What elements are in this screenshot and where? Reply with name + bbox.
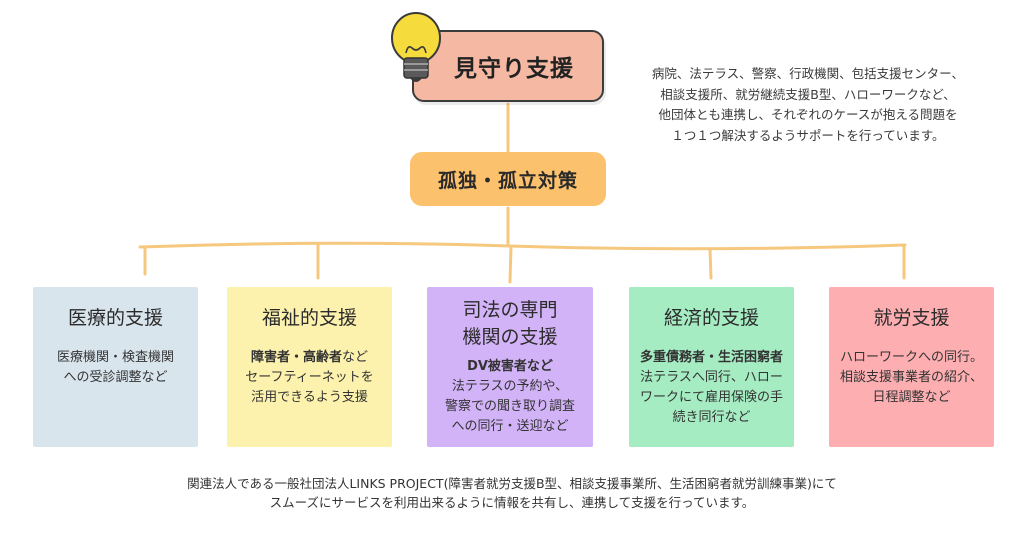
footer-line: スムーズにサービスを利用出来るように情報を共有し、連携して支援を行っています。	[269, 495, 755, 510]
card-body: 医療機関・検査機関 への受診調整など	[33, 348, 198, 388]
card-body-line: 活用できるよう支援	[251, 390, 368, 405]
description-line: 他団体とも連携し、それぞれのケースが抱える問題を	[658, 107, 958, 122]
sub-title: 孤独・孤立対策	[437, 169, 578, 192]
card-body: DV被害者など 法テラスの予約や、 警察での聞き取り調査 への同行・送迎など	[427, 357, 593, 437]
card-title-line: 機関の支援	[462, 326, 558, 348]
card-target-bold: 多重債務者・生活困窮者	[639, 350, 783, 365]
description-line: １つ１つ解決するようサポートを行っています。	[671, 127, 945, 143]
card-body-line: 相談支援事業者の紹介、	[839, 370, 983, 385]
card-body: 多重債務者・生活困窮者 法テラスへ同行、ハロー ワークにて雇用保険の手 続き同行…	[629, 348, 794, 428]
card-body-line: 法テラスへ同行、ハロー	[640, 370, 783, 385]
card-body-line: への受診調整など	[63, 370, 168, 385]
card-target-line: 多重債務者・生活困窮者	[629, 348, 794, 368]
card-economic-support: 経済的支援 多重債務者・生活困窮者 法テラスへ同行、ハロー ワークにて雇用保険の…	[629, 287, 794, 447]
card-target-bold: DV被害者など	[467, 359, 553, 374]
card-legal-support: 司法の専門 機関の支援 DV被害者など 法テラスの予約や、 警察での聞き取り調査…	[427, 287, 593, 447]
card-target-line: DV被害者など	[427, 357, 593, 377]
card-body: 障害者・高齢者など セーフティーネットを 活用できるよう支援	[227, 348, 392, 408]
footer-line: 関連法人である一般社団法人LINKS PROJECT(障害者就労支援B型、相談支…	[187, 476, 837, 491]
connector-bus	[138, 241, 907, 251]
isolation-countermeasures-box: 孤独・孤立対策	[410, 152, 606, 206]
main-support-box: 見守り支援	[412, 30, 604, 102]
lightbulb-icon	[391, 12, 441, 82]
card-target-line: 障害者・高齢者など	[227, 348, 392, 368]
card-body-line: 法テラスの予約や、	[451, 379, 569, 394]
card-title: 経済的支援	[663, 307, 759, 329]
card-body-line: ハローワークへの同行。	[839, 350, 983, 365]
card-title: 福祉的支援	[261, 307, 357, 329]
card-body-line: 警察での聞き取り調査	[444, 399, 575, 414]
card-body-line: セーフティーネットを	[245, 370, 374, 385]
card-body-line: 日程調整など	[872, 390, 951, 405]
card-title: 医療的支援	[67, 307, 163, 329]
connector-branch-economic	[708, 247, 713, 280]
connector-branch-legal	[508, 244, 513, 284]
footer-text: 関連法人である一般社団法人LINKS PROJECT(障害者就労支援B型、相談支…	[0, 474, 1024, 512]
description-line: 病院、法テラス、警察、行政機関、包括支援センター、	[651, 66, 965, 81]
description-line: 相談支援所、就労継続支援B型、ハローワークなど、	[660, 86, 956, 102]
card-title-line: 司法の専門	[462, 299, 558, 321]
card-body-line: 続き同行など	[672, 410, 751, 425]
card-welfare-support: 福祉的支援 障害者・高齢者など セーフティーネットを 活用できるよう支援	[227, 287, 392, 447]
card-medical-support: 医療的支援 医療機関・検査機関 への受診調整など	[33, 287, 198, 447]
card-target-suffix: など	[342, 350, 369, 365]
main-title: 見守り支援	[454, 56, 574, 82]
description-text: 病院、法テラス、警察、行政機関、包括支援センター、 相談支援所、就労継続支援B型…	[622, 64, 994, 146]
card-body-line: ワークにて雇用保険の手	[639, 390, 783, 405]
card-target-bold: 障害者・高齢者	[250, 350, 342, 365]
card-body-line: 医療機関・検査機関	[56, 350, 174, 365]
card-title: 司法の専門 機関の支援	[427, 297, 593, 351]
card-employment-support: 就労支援 ハローワークへの同行。 相談支援事業者の紹介、 日程調整など	[829, 287, 994, 447]
card-title: 就労支援	[873, 307, 950, 329]
card-body: ハローワークへの同行。 相談支援事業者の紹介、 日程調整など	[829, 348, 994, 408]
card-body-line: への同行・送迎など	[451, 419, 569, 434]
